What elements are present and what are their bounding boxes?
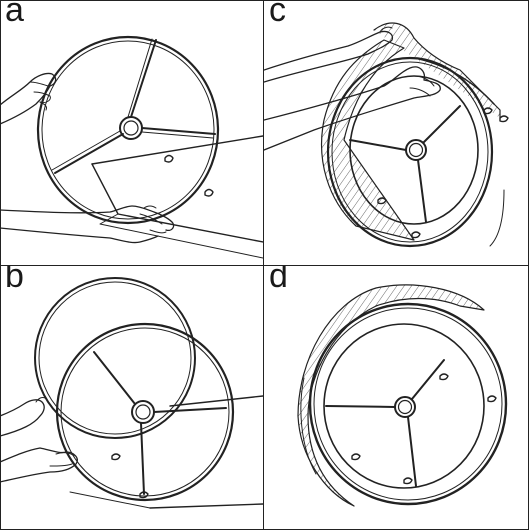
outer-border (0, 0, 529, 530)
instruction-diagram: a (0, 0, 529, 530)
